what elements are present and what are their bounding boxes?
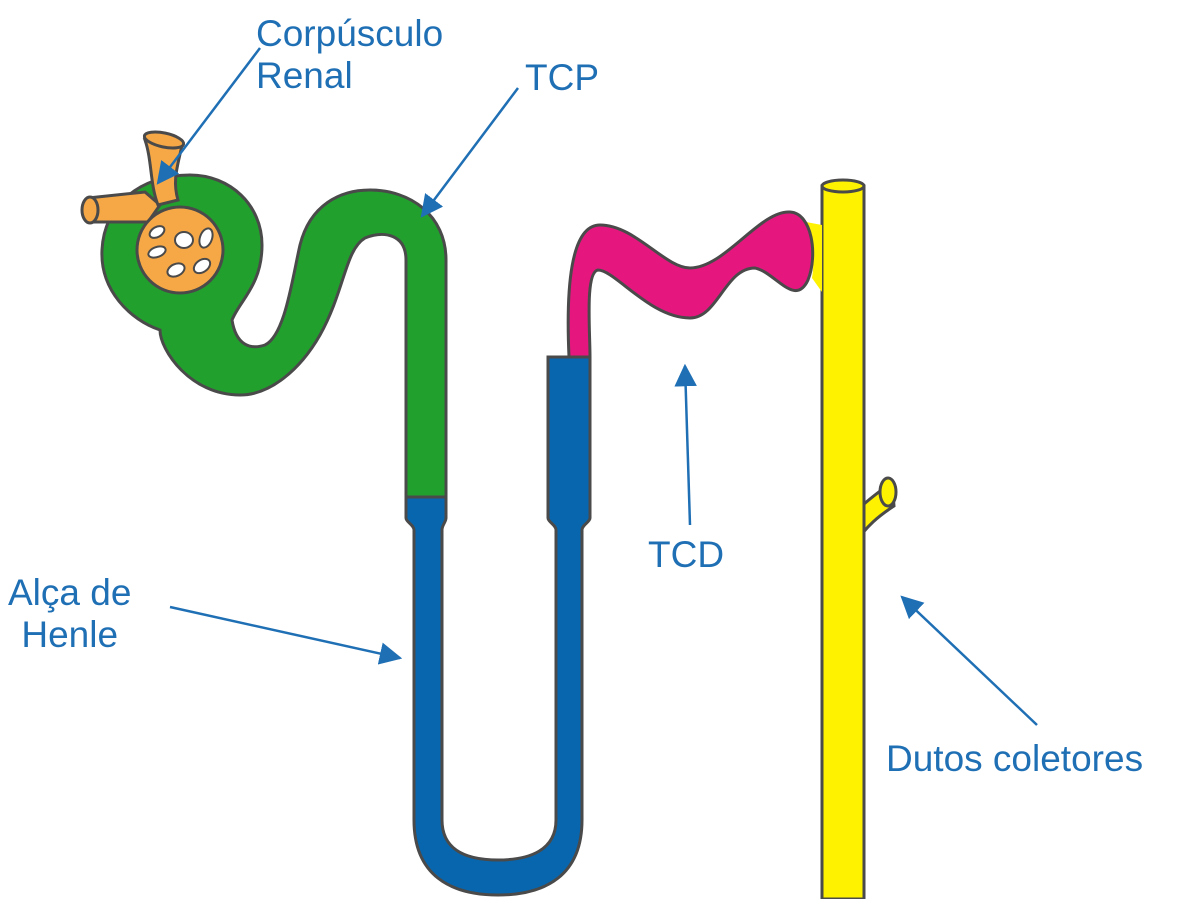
collecting-duct-tube [822,186,864,899]
collecting-duct [806,180,896,899]
label-alca-de-henle: Alça de Henle [8,572,131,656]
afferent-arteriole-opening [82,197,98,223]
label-dutos-coletores: Dutos coletores [886,738,1143,780]
label-tcd: TCD [648,534,724,576]
label-corpusculo-line1: Corpúsculo [256,13,443,55]
arrow-alca [170,607,400,658]
label-alca-line1: Alça de [8,572,131,614]
collecting-duct-top-opening [822,180,864,192]
label-tcp: TCP [525,57,599,99]
collecting-duct-branch-opening [880,478,896,506]
arrow-tcp [422,88,518,216]
label-alca-line2: Henle [8,614,131,656]
arrow-dutos [902,597,1037,725]
label-corpusculo-renal: Corpúsculo Renal [256,13,443,97]
tcd-tube [568,212,813,357]
arrow-corpusculo [158,48,260,183]
label-corpusculo-line2: Renal [256,55,443,97]
arrow-tcd [685,366,690,525]
